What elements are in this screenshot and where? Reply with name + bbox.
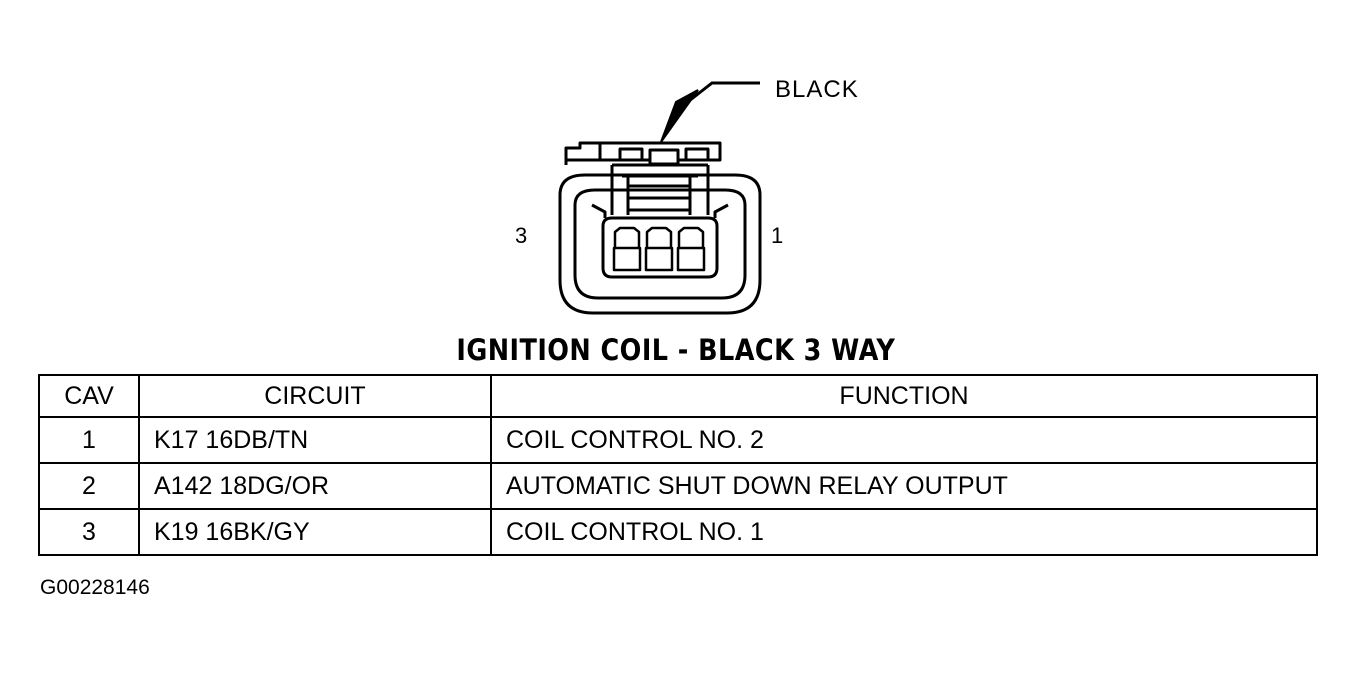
table-row: 2 A142 18DG/OR AUTOMATIC SHUT DOWN RELAY… [38, 462, 1318, 510]
function-cell: COIL CONTROL NO. 1 [490, 508, 1318, 556]
terminal-cavities [612, 226, 706, 272]
terminal-3 [612, 226, 642, 272]
circuit-cell: K19 16BK/GY [138, 508, 492, 556]
header-circuit: CIRCUIT [138, 374, 492, 418]
cav-cell: 2 [38, 462, 140, 510]
figure-id: G00228146 [40, 576, 150, 599]
connector-title: IGNITION COIL - BLACK 3 WAY [456, 333, 896, 367]
function-cell: AUTOMATIC SHUT DOWN RELAY OUTPUT [490, 462, 1318, 510]
circuit-cell: K17 16DB/TN [138, 416, 492, 464]
connector-diagram: BLACK [515, 76, 859, 315]
callout-label: BLACK [775, 76, 859, 103]
header-cav: CAV [38, 374, 140, 418]
callout-arrow [660, 81, 760, 143]
table-row: 3 K19 16BK/GY COIL CONTROL NO. 1 [38, 508, 1318, 556]
connector-body [558, 141, 762, 315]
table-row: 1 K17 16DB/TN COIL CONTROL NO. 2 [38, 416, 1318, 464]
table-header-row: CAV CIRCUIT FUNCTION [38, 374, 1318, 418]
header-function: FUNCTION [490, 374, 1318, 418]
circuit-cell: A142 18DG/OR [138, 462, 492, 510]
cav-cell: 1 [38, 416, 140, 464]
pin-1-label: 1 [771, 223, 783, 248]
function-cell: COIL CONTROL NO. 2 [490, 416, 1318, 464]
pinout-table: CAV CIRCUIT FUNCTION 1 K17 16DB/TN COIL … [38, 374, 1318, 556]
cav-cell: 3 [38, 508, 140, 556]
pin-3-label: 3 [515, 223, 527, 248]
terminal-2 [644, 226, 674, 272]
terminal-1 [676, 226, 706, 272]
